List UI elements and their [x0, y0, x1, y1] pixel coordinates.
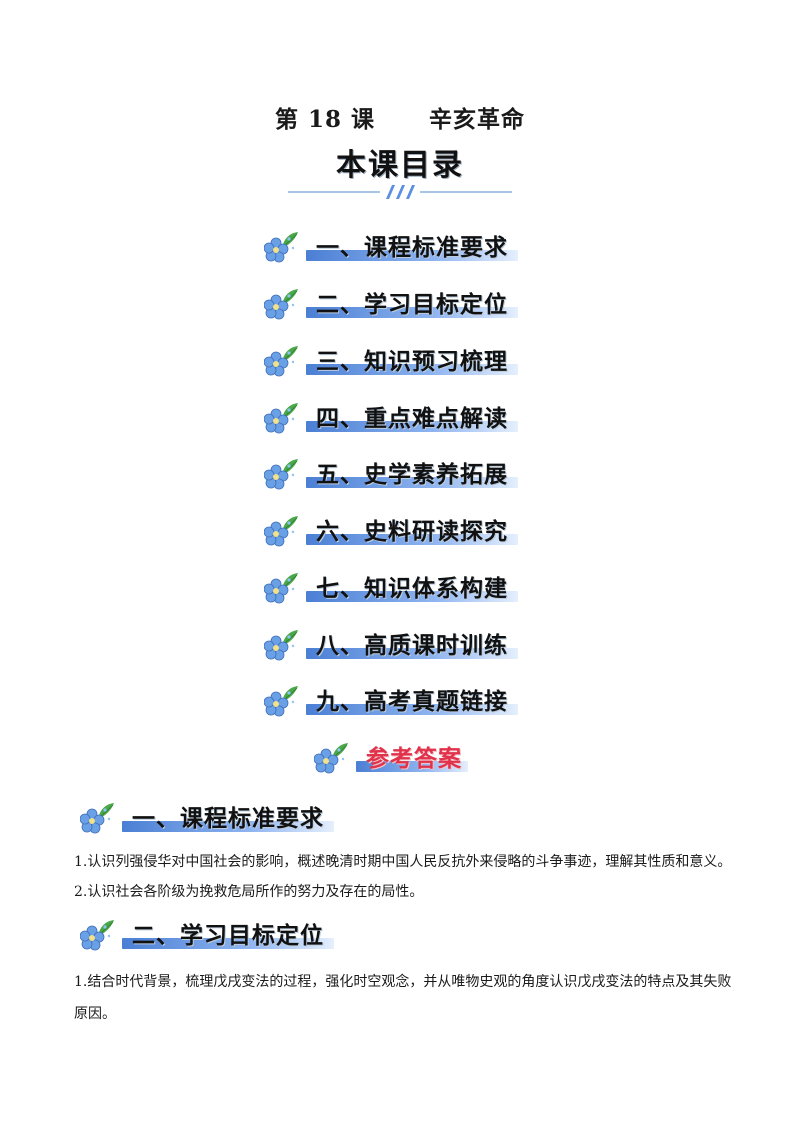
- flower-icon: [80, 797, 116, 835]
- flower-icon: [80, 914, 116, 952]
- toc-item-label: 八、高质课时训练: [316, 633, 508, 659]
- toc-item-label: 一、课程标准要求: [316, 235, 508, 261]
- flower-icon: [264, 340, 300, 378]
- toc-item-label: 七、知识体系构建: [316, 576, 508, 602]
- toc-item-2[interactable]: 二、学习目标定位: [264, 283, 534, 323]
- toc-item-6[interactable]: 六、史料研读探究: [264, 510, 534, 550]
- toc-item-8[interactable]: 八、高质课时训练: [264, 624, 534, 664]
- slash-ornament-icon: [386, 185, 415, 199]
- toc-item-5[interactable]: 五、史学素养拓展: [264, 453, 534, 493]
- flower-icon: [264, 397, 300, 435]
- flower-icon: [264, 624, 300, 662]
- flower-icon: [264, 283, 300, 321]
- toc-item-3[interactable]: 三、知识预习梳理: [264, 340, 534, 380]
- toc-divider: [288, 184, 512, 200]
- toc-item-label: 四、重点难点解读: [316, 406, 508, 432]
- toc-item-label: 九、高考真题链接: [316, 689, 508, 715]
- section-title: 一、课程标准要求: [132, 806, 324, 832]
- toc-item-label: 二、学习目标定位: [316, 292, 508, 318]
- lesson-title: 第 18 课 辛亥革命: [0, 100, 800, 134]
- section-heading-1: 一、课程标准要求: [80, 797, 370, 837]
- toc-item-9[interactable]: 九、高考真题链接: [264, 680, 534, 720]
- toc-item-label: 五、史学素养拓展: [316, 462, 508, 488]
- section-2-paragraph-1: 1.结合时代背景，梳理戊戌变法的过程，强化时空观念，并从唯物史观的角度认识戊戌变…: [74, 974, 732, 1022]
- flower-icon: [264, 453, 300, 491]
- flower-icon: [264, 567, 300, 605]
- toc-item-7[interactable]: 七、知识体系构建: [264, 567, 534, 607]
- section-heading-2: 二、学习目标定位: [80, 914, 370, 954]
- section-1-paragraph-1: 1.认识列强侵华对中国社会的影响，概述晚清时期中国人民反抗外来侵略的斗争事迹，理…: [74, 854, 732, 870]
- section-1-paragraph-2: 2.认识社会各阶级为挽救危局所作的努力及存在的局性。: [74, 884, 424, 900]
- toc-item-1[interactable]: 一、课程标准要求: [264, 226, 534, 266]
- flower-icon: [314, 737, 350, 775]
- lesson-number: 第 18 课: [274, 106, 375, 133]
- toc-item-4[interactable]: 四、重点难点解读: [264, 397, 534, 437]
- toc-item-label: 六、史料研读探究: [316, 519, 508, 545]
- toc-item-label: 三、知识预习梳理: [316, 349, 508, 375]
- flower-icon: [264, 680, 300, 718]
- toc-heading: 本课目录: [336, 148, 464, 183]
- flower-icon: [264, 510, 300, 548]
- section-title: 二、学习目标定位: [132, 923, 324, 949]
- toc-item-answers[interactable]: 参考答案: [314, 737, 484, 777]
- toc-item-label: 参考答案: [366, 746, 462, 772]
- flower-icon: [264, 226, 300, 264]
- lesson-topic: 辛亥革命: [429, 106, 526, 133]
